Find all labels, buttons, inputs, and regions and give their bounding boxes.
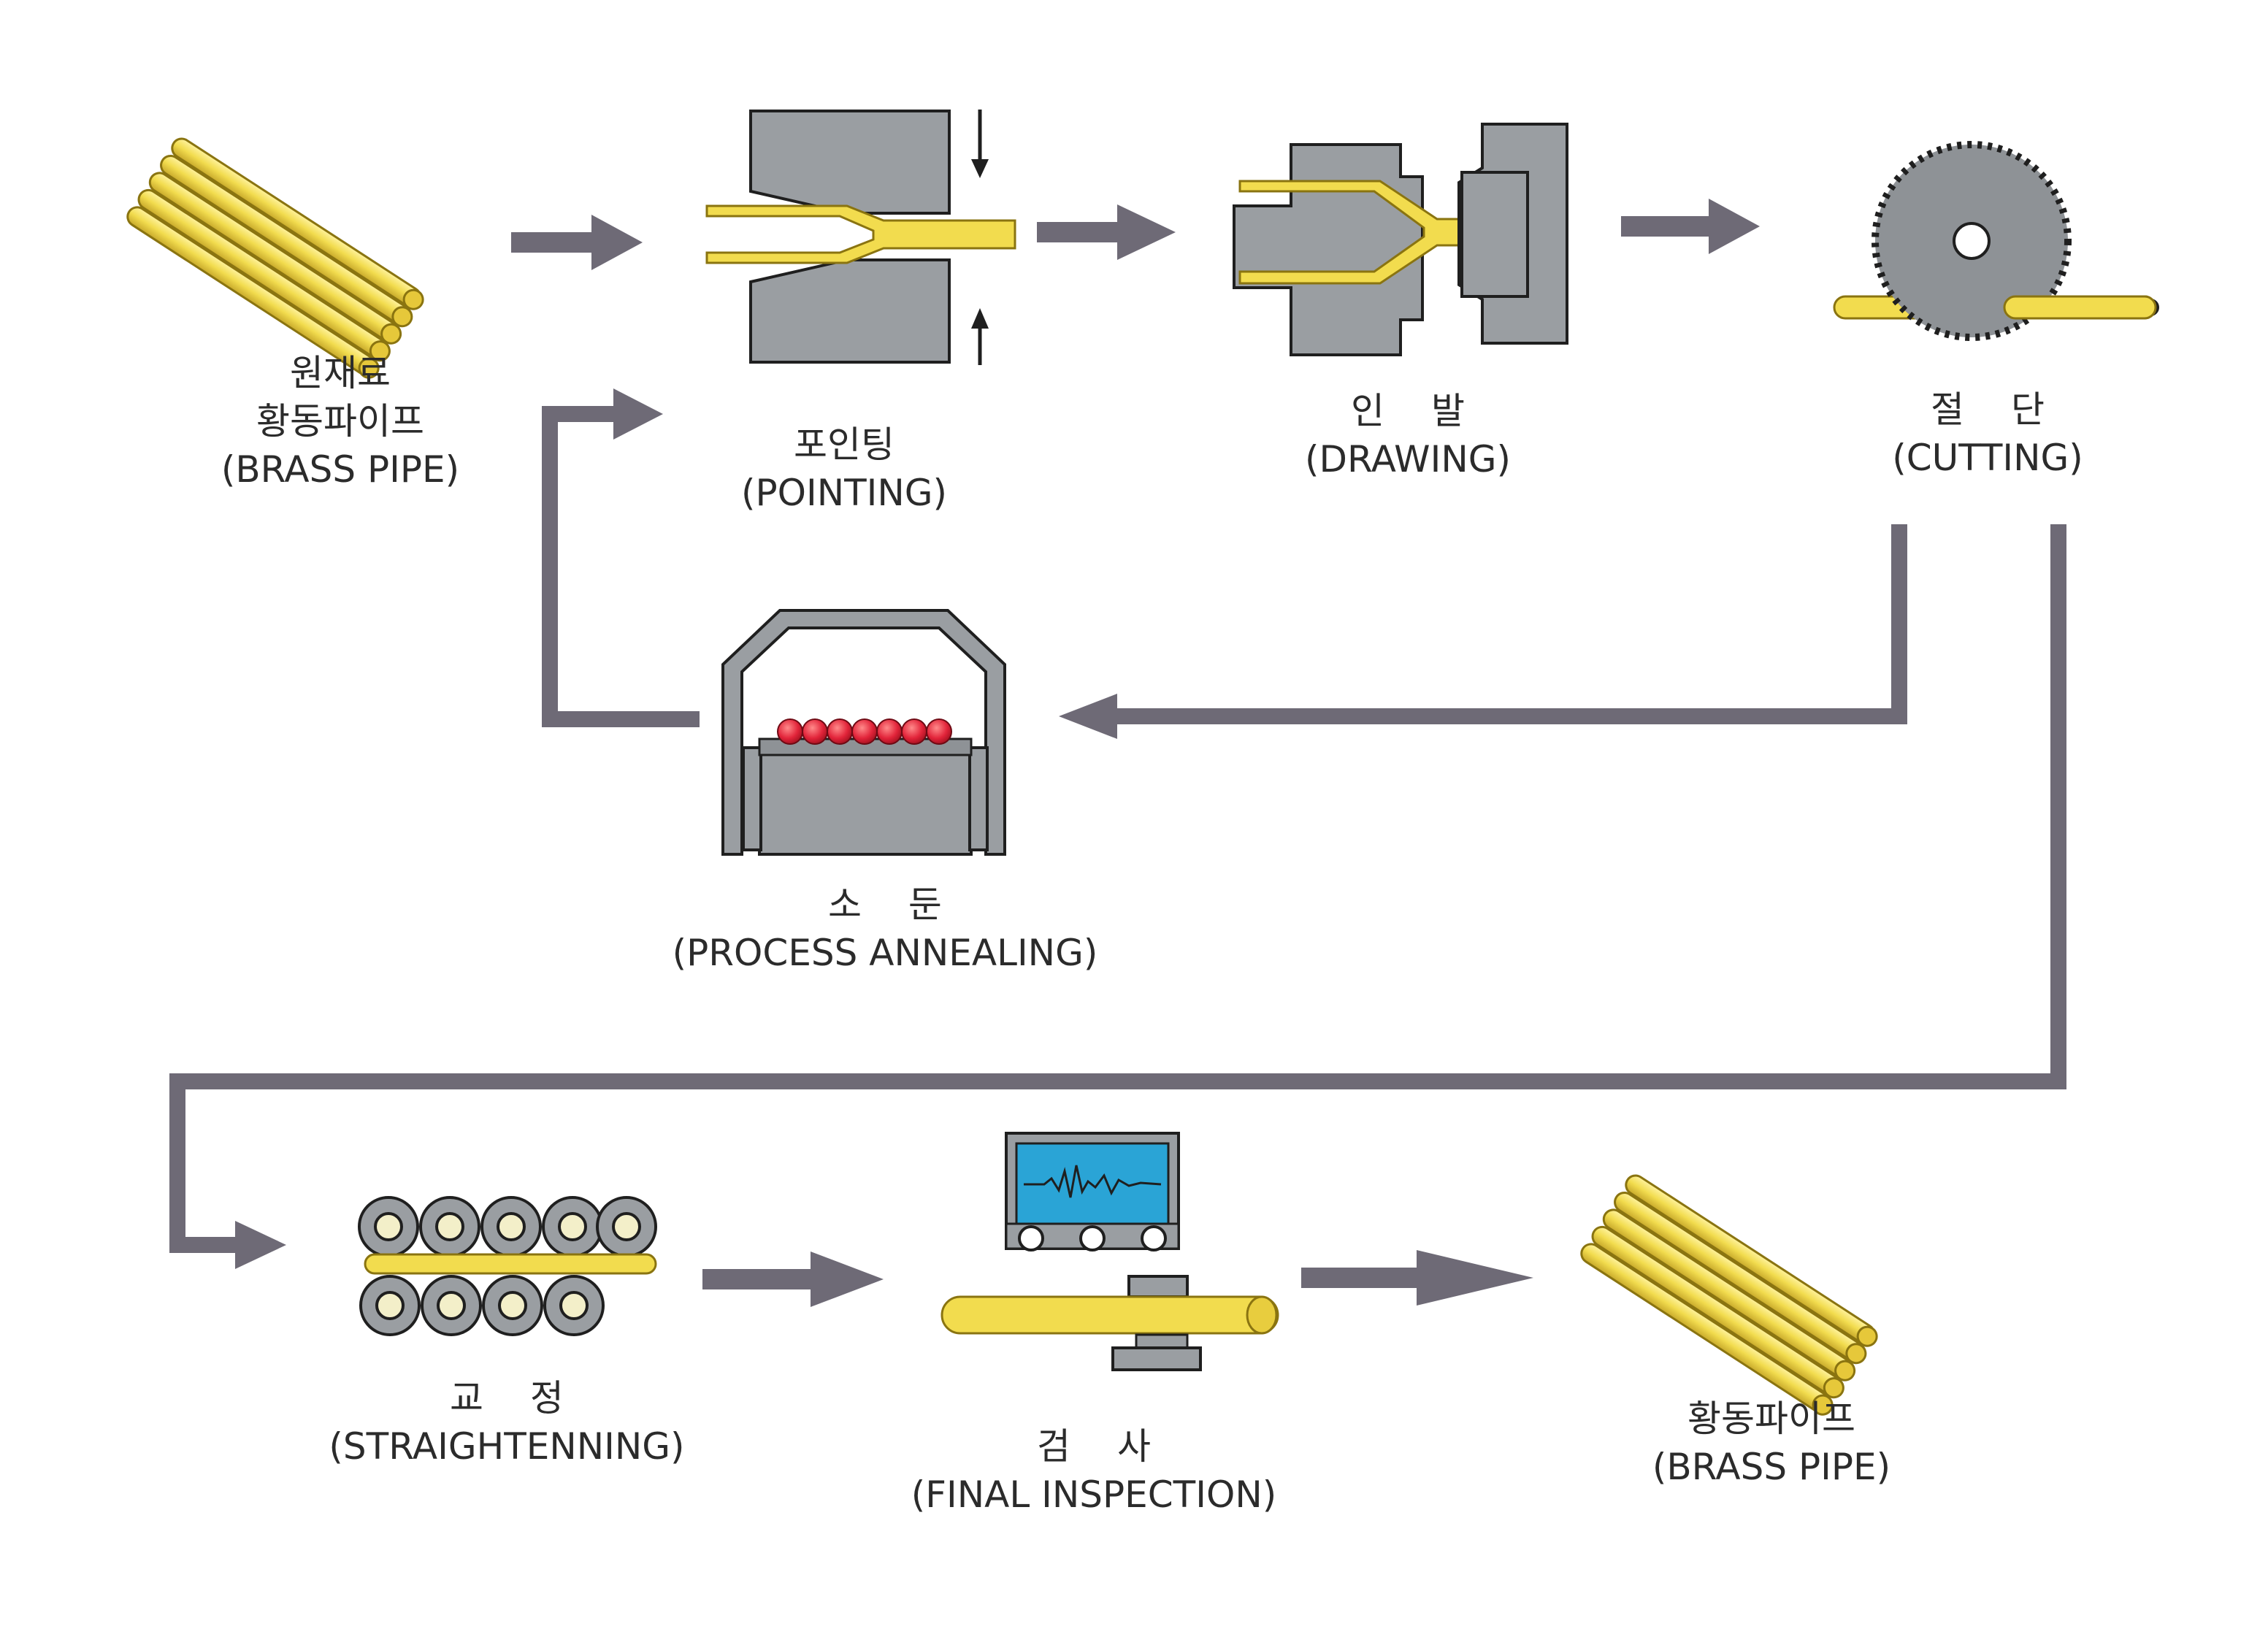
arrow-straightening-to-inspection — [702, 1252, 884, 1307]
lower-rollers — [359, 1275, 605, 1336]
raw-material-english: (BRASS PIPE) — [221, 448, 460, 491]
pointing-machine-icon — [705, 110, 1016, 365]
label-raw-material: 원재료 황동파이프 (BRASS PIPE) — [221, 349, 459, 494]
label-inspection: 검 사 (FINAL INSPECTION) — [911, 1422, 1276, 1519]
arrow-raw-to-pointing — [511, 215, 643, 270]
straightening-korean: 교 정 — [450, 1377, 581, 1419]
inspection-english: (FINAL INSPECTION) — [911, 1473, 1277, 1516]
waveform-icon — [1024, 1165, 1162, 1198]
press-down-arrow-icon — [971, 110, 989, 178]
hot-pipe-ends — [777, 718, 952, 745]
arrow-cutting-to-annealing — [1059, 524, 1907, 739]
annealing-english: (PROCESS ANNEALING) — [672, 932, 1098, 974]
final-product-english: (BRASS PIPE) — [1652, 1446, 1891, 1488]
cutting-korean: 절 단 — [1931, 388, 2062, 431]
arrow-cutting-to-straightening — [169, 524, 2066, 1269]
drawing-english: (DRAWING) — [1304, 438, 1512, 480]
cutting-saw-icon — [1833, 141, 2159, 341]
annealing-korean: 소 둔 — [828, 884, 959, 926]
label-cutting: 절 단 (CUTTING) — [1892, 386, 2083, 482]
cutting-english: (CUTTING) — [1892, 437, 2083, 479]
label-pointing: 포인팅 (POINTING) — [741, 421, 947, 517]
final-brass-pipe-bundle-icon — [1580, 1174, 1878, 1416]
pointing-korean: 포인팅 — [793, 423, 894, 466]
annealing-furnace-icon — [721, 609, 1006, 856]
raw-material-korean: 원재료 — [290, 352, 391, 394]
pointing-english: (POINTING) — [740, 472, 948, 514]
drawing-machine-icon — [1233, 123, 1568, 356]
arrow-inspection-to-final — [1301, 1250, 1533, 1306]
arrow-drawing-to-cutting — [1621, 199, 1760, 254]
flow-arrows — [169, 199, 2066, 1307]
arrow-pointing-to-drawing — [1037, 204, 1176, 260]
label-drawing: 인 발 (DRAWING) — [1305, 387, 1511, 483]
label-annealing: 소 둔 (PROCESS ANNEALING) — [673, 881, 1098, 977]
inspection-korean: 검 사 — [1037, 1425, 1168, 1468]
drawing-korean: 인 발 — [1351, 390, 1482, 432]
raw-brass-pipe-bundle-icon — [126, 137, 424, 379]
straightening-english: (STRAIGHTENNING) — [329, 1425, 685, 1468]
final-product-korean: 황동파이프 — [1687, 1398, 1855, 1440]
arrow-annealing-to-pointing — [542, 388, 700, 727]
label-straightening: 교 정 (STRAIGHTENNING) — [329, 1374, 684, 1471]
inspection-equipment-icon — [940, 1132, 1279, 1371]
straightening-rollers-icon — [358, 1196, 657, 1336]
press-up-arrow-icon — [971, 308, 989, 365]
label-final-product: 황동파이프 (BRASS PIPE) — [1652, 1395, 1890, 1491]
raw-material-korean-sub: 황동파이프 — [256, 400, 424, 442]
upper-rollers — [358, 1196, 657, 1257]
